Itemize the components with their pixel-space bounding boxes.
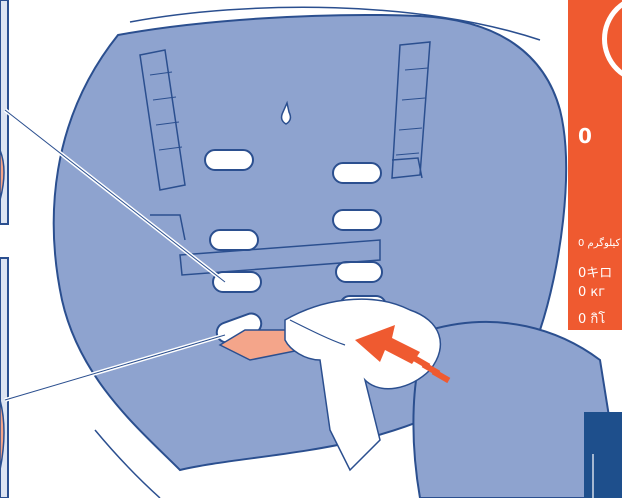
panel-title: 0 [578, 124, 592, 148]
panel-line-arabic: 0 كيلوگرم [578, 238, 620, 249]
panel-line-russian: 0 кг [578, 285, 605, 300]
circle-icon [602, 0, 622, 84]
panel-line-thai: 0 กิโ [578, 308, 605, 329]
blue-corner-box [584, 412, 622, 498]
weight-panel: 0 0 كيلوگرم 0キロ 0 кг 0 กิโ [568, 0, 622, 330]
panel-line-japanese: 0キロ [578, 262, 612, 281]
